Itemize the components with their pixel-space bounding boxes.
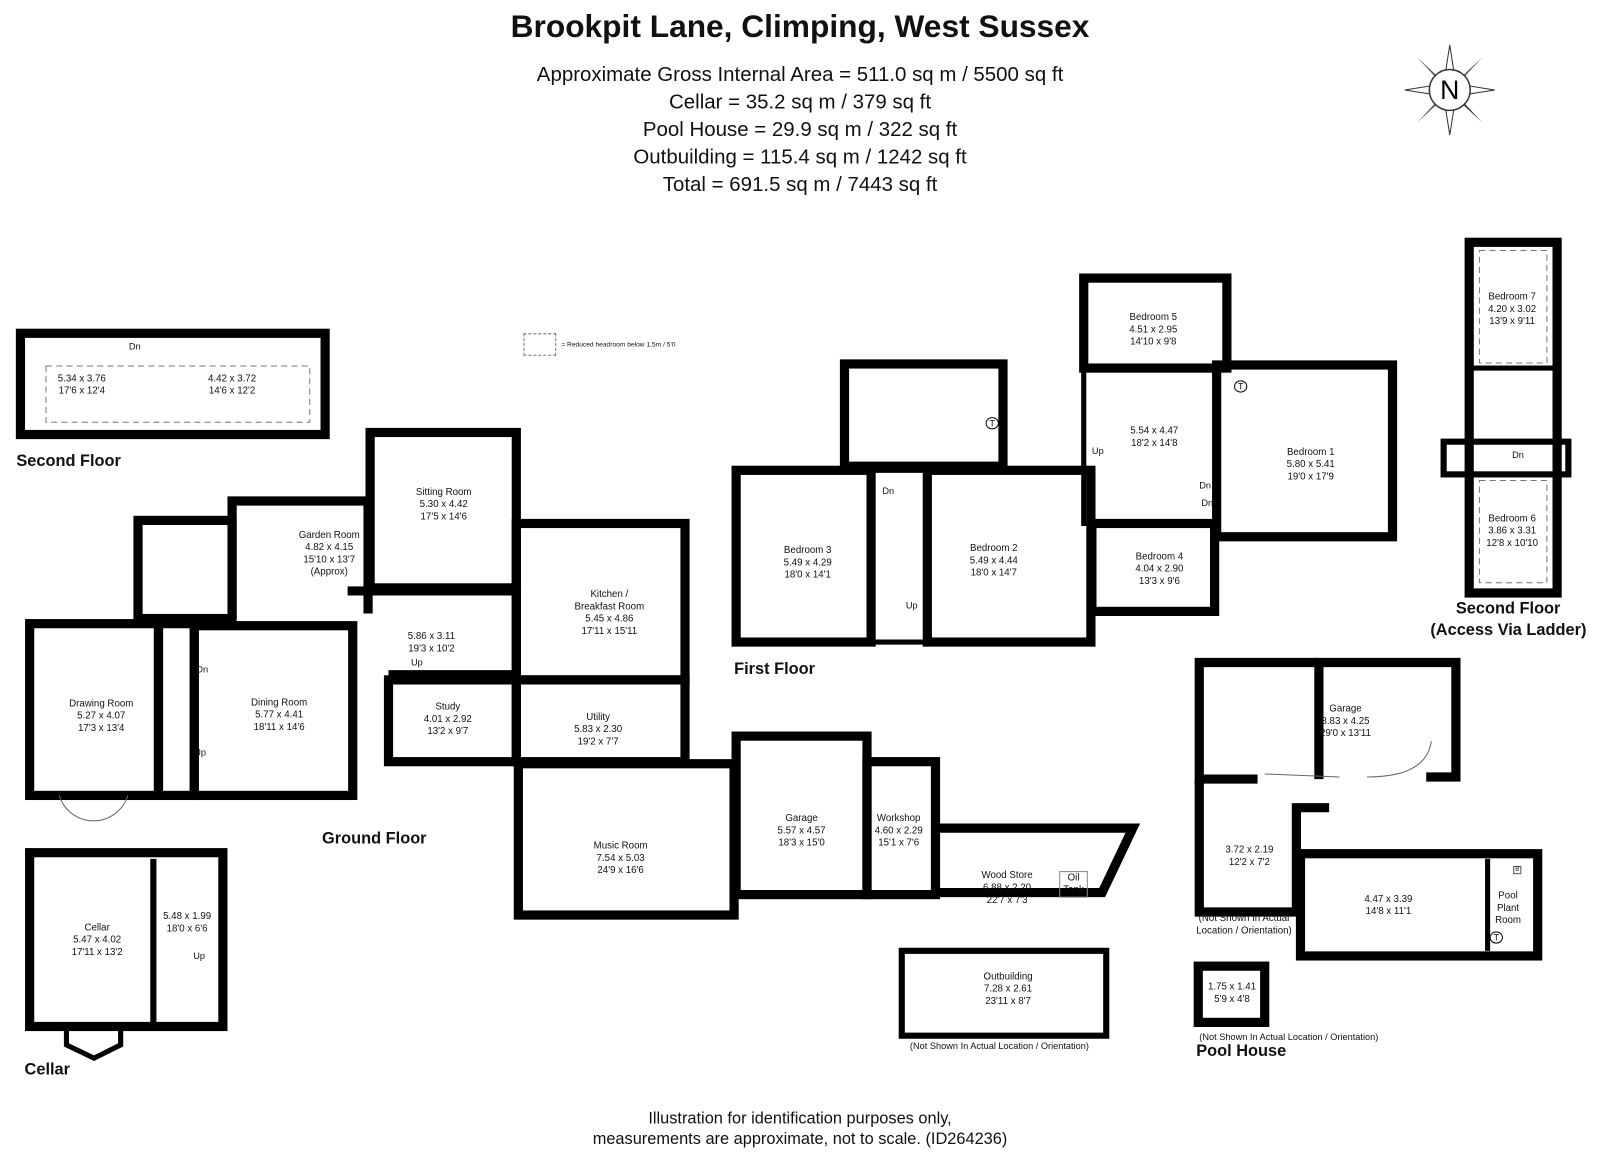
tank-marker-icon: T: [985, 417, 999, 430]
label-ground-floor: Ground Floor: [322, 830, 427, 848]
area-pool-house: Pool House = 29.9 sq m / 322 sq ft: [642, 118, 958, 142]
wall-hall: [153, 619, 199, 801]
label-pool-house: Pool House: [1196, 1042, 1287, 1061]
label-second-floor-ladder: Second Floor: [1455, 600, 1561, 618]
svg-text:N: N: [1440, 75, 1459, 105]
stair-dn: Dn: [1512, 449, 1524, 461]
boiler-marker-icon: B: [1513, 865, 1522, 875]
stair-dn: Dn: [1199, 480, 1212, 491]
wall-wood-store: [935, 823, 1141, 898]
wall-cellar: [25, 848, 228, 1032]
stair-dn: Dn: [196, 664, 209, 675]
page-title: Brookpit Lane, Climping, West Sussex: [510, 8, 1090, 44]
wall-inner-hall: [347, 586, 521, 680]
note-outbuilding: (Not Shown In Actual Location / Orientat…: [909, 1040, 1089, 1052]
wall-dining-room: [189, 621, 358, 801]
stair-up: Up: [194, 747, 207, 758]
wall-second-floor: [15, 328, 330, 440]
label-first-floor: First Floor: [734, 660, 815, 678]
area-summary: Approximate Gross Internal Area = 511.0 …: [0, 61, 1600, 199]
wall-bedroom-4: [1087, 518, 1220, 616]
wall-music-room: [513, 759, 739, 920]
area-cellar: Cellar = 35.2 sq m / 379 sq ft: [669, 90, 932, 114]
dashed-box-swatch: [523, 333, 557, 356]
stair-up: Up: [1091, 445, 1104, 456]
legend: = Reduced headroom below 1.5m / 5'0: [523, 333, 676, 356]
footer-disclaimer: Illustration for identification purposes…: [592, 1110, 1008, 1149]
compass-icon: N: [1403, 43, 1497, 137]
area-outbuilding: Outbuilding = 115.4 sq m / 1242 sq ft: [633, 146, 967, 169]
area-gross: Approximate Gross Internal Area = 511.0 …: [536, 63, 1064, 86]
label-cellar: Cellar: [24, 1061, 71, 1079]
tank-marker-icon: T: [1234, 380, 1248, 393]
wall-pool-small: [1193, 961, 1270, 1028]
label-access-via-ladder: (Access Via Ladder): [1430, 621, 1587, 639]
stair-dn: Dn: [1201, 497, 1214, 509]
wall-second-floor-ladder: [1464, 237, 1562, 598]
label-second-floor: Second Floor: [16, 452, 121, 471]
note-pool-house: (Not Shown In Actual Location / Orientat…: [1199, 1031, 1379, 1042]
wall-garage-outbuilding: [1314, 657, 1461, 782]
stair-up: Up: [905, 600, 918, 611]
stair-dn: Dn: [128, 341, 141, 352]
wall-outbuilding: [898, 947, 1110, 1039]
wall-pool-house: [1295, 849, 1543, 961]
stair-up: Up: [411, 657, 423, 668]
stair-dn: Dn: [882, 485, 895, 496]
tank-marker-icon: T: [1489, 931, 1503, 944]
area-total: Total = 691.5 sq m / 7443 sq ft: [662, 173, 938, 197]
legend-text: = Reduced headroom below 1.5m / 5'0: [561, 340, 676, 349]
wall-cloakroom: [133, 515, 237, 624]
wall-bathrooms: [839, 359, 1008, 471]
wall-bedroom-1: [1212, 360, 1398, 542]
stair-up: Up: [193, 950, 206, 962]
